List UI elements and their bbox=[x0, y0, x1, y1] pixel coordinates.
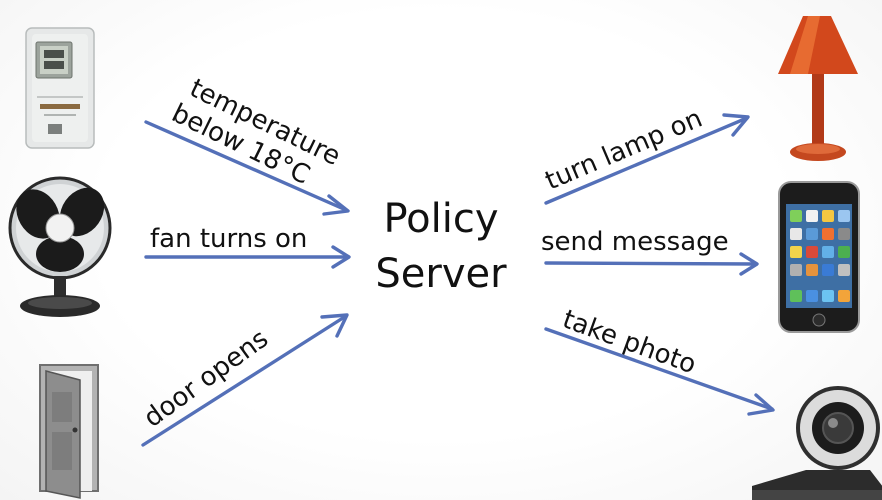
center-title-line1: Policy bbox=[383, 196, 498, 242]
arrow-fan bbox=[144, 245, 351, 269]
door-icon bbox=[39, 364, 99, 499]
arrow-phone bbox=[544, 252, 759, 276]
lamp-icon bbox=[778, 16, 858, 161]
center-title-line2: Server bbox=[375, 251, 507, 297]
fan-icon bbox=[8, 176, 112, 317]
door-label: door opens bbox=[138, 324, 274, 434]
arrow-lamp bbox=[544, 113, 750, 205]
lamp-label: turn lamp on bbox=[541, 103, 707, 196]
arrow-temperature bbox=[144, 120, 350, 216]
arrow-webcam bbox=[544, 327, 775, 416]
fan-label: fan turns on bbox=[150, 224, 307, 254]
phone-label: send message bbox=[541, 227, 729, 257]
thermometer-icon bbox=[25, 27, 95, 149]
webcam-icon bbox=[752, 386, 882, 500]
arrow-door bbox=[141, 313, 349, 447]
phone-icon bbox=[778, 181, 860, 333]
